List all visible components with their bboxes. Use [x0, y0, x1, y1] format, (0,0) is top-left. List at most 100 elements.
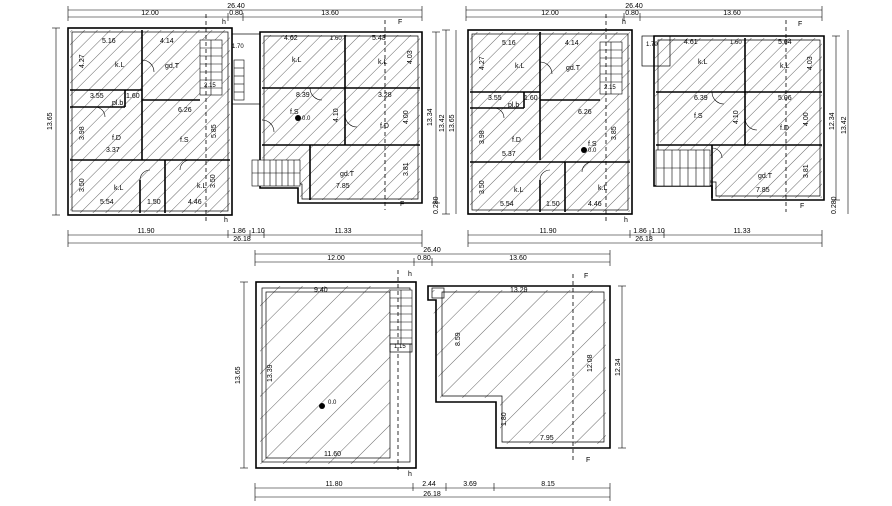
dim-total: 26.40	[227, 3, 245, 10]
dim-c: 3.69	[463, 481, 477, 488]
dim-d: 11.33	[734, 228, 751, 235]
room-dim: 3.50	[479, 180, 486, 194]
dim-d: 11.33	[335, 228, 352, 235]
section-mark-h2: h	[624, 217, 628, 224]
room-dim: 4.46	[588, 201, 602, 208]
room-dim: 4.61	[684, 39, 698, 46]
roof-dim: 1.80	[501, 412, 508, 426]
room-dim: 3.28	[378, 92, 392, 99]
room-dim: 4.27	[79, 54, 86, 68]
room-dim: 3.81	[403, 162, 410, 176]
dim-c: 1.10	[251, 228, 265, 235]
roof-dim: 13.29	[510, 287, 528, 294]
room-labels: 5.16 k.L 4.27 4.14 gd.T 4.61 k.L 5.64 k.…	[479, 39, 814, 208]
dim-d: 8.15	[541, 481, 555, 488]
dim-b: 1.86	[633, 228, 647, 235]
room-dim: 6.26	[178, 107, 192, 114]
dim-side-mid: 0.280	[831, 196, 838, 214]
dim-side-left2: 13.65	[449, 114, 456, 132]
dim-total: 26.18	[423, 491, 441, 498]
room-dim: 3.81	[803, 164, 810, 178]
dim-side-right2: 0.280	[433, 196, 440, 214]
top-dimensions: 26.40 12.00 0.80 13.60	[254, 247, 611, 266]
stair-top-right-lower	[655, 149, 711, 187]
level-mark: 0.0	[588, 148, 597, 154]
room-name: gd.T	[165, 63, 180, 70]
room-dim: 1.50	[546, 201, 560, 208]
room-name: k.L	[115, 62, 124, 69]
small-dim: 1.60	[330, 36, 342, 42]
dim-total: 26.18	[635, 236, 653, 243]
section-mark-f2: F	[400, 201, 404, 208]
bottom-dimensions: 11.90 1.86 1.10 11.33 26.18	[467, 228, 823, 247]
room-dim: 4.10	[333, 108, 340, 122]
stair-top-left-lower	[251, 159, 301, 187]
room-dim: 4.62	[284, 35, 298, 42]
room-name: k.L	[114, 185, 123, 192]
room-dim: 4.14	[160, 38, 174, 45]
room-dim: 5.85	[211, 124, 218, 138]
room-dim: 4.14	[565, 40, 579, 47]
section-mark-h: h	[222, 19, 226, 26]
room-name: f.S	[694, 113, 703, 120]
room-name: f.D	[780, 125, 789, 132]
section-mark-h: h	[408, 271, 412, 278]
room-dim: 4.00	[403, 110, 410, 124]
room-name: pl.b	[112, 100, 123, 107]
room-dim: 6.39	[694, 95, 708, 102]
dim-a: 11.80	[326, 481, 343, 488]
room-dim: 4.03	[807, 56, 814, 70]
level-mark: 0.0	[302, 116, 311, 122]
room-dim: 5.16	[102, 38, 116, 45]
dim-b: 2.44	[422, 481, 436, 488]
dim-side-left: 13.65	[235, 366, 242, 384]
room-name: f.D	[512, 137, 521, 144]
dim-left: 12.00	[141, 10, 159, 17]
plan-top-right: 26.40 12.00 0.80 13.60	[439, 3, 849, 247]
room-name: gd.T	[758, 173, 773, 180]
dim-c: 1.10	[651, 228, 665, 235]
dim-total: 26.40	[625, 3, 643, 10]
room-dim: 5.54	[100, 199, 114, 206]
room-labels: 5.16 k.L 4.27 4.14 gd.T 4.62 k.L 5.43 k.…	[79, 35, 414, 206]
roof-dim: 9.40	[314, 287, 328, 294]
room-dim: 7.85	[336, 183, 350, 190]
dim-mid: 0.80	[625, 10, 639, 17]
plan-bottom: 26.40 12.00 0.80 13.60 h F	[235, 247, 626, 501]
section-mark-h2: h	[408, 471, 412, 478]
room-dim: 5.37	[502, 151, 516, 158]
dim-total: 26.18	[233, 236, 251, 243]
dim-side-left: 13.65	[47, 112, 54, 130]
room-dim: 5.43	[372, 35, 386, 42]
dim-side-right: 12.34	[615, 358, 622, 376]
room-dim: 3.55	[488, 95, 502, 102]
section-mark-f2: F	[586, 457, 590, 464]
room-name: gd.T	[566, 65, 581, 72]
section-mark-f: F	[398, 19, 402, 26]
room-dim: 1.60	[126, 93, 140, 100]
room-dim: 6.26	[578, 109, 592, 116]
room-dim: 8.39	[296, 92, 310, 99]
room-dim: 3.98	[479, 130, 486, 144]
room-dim: 3.85	[611, 126, 618, 140]
room-name: k.L	[197, 183, 206, 190]
room-dim: 3.37	[106, 147, 120, 154]
room-dim: 5.16	[502, 40, 516, 47]
section-mark-f: F	[798, 21, 802, 28]
room-name: f.S	[588, 141, 597, 148]
dim-side-right: 13.34	[427, 108, 434, 126]
bottom-dimensions: 11.90 1.86 1.10 11.33 26.18	[67, 228, 423, 247]
small-dim: 2.15	[204, 83, 216, 89]
small-dim: 2.15	[604, 85, 616, 91]
top-dimensions: 26.40 12.00 0.80 13.60	[67, 3, 423, 21]
room-dim: 5.64	[778, 39, 792, 46]
room-dim: 3.50	[210, 174, 217, 188]
roof-dim: 8.59	[455, 332, 462, 346]
dim-a: 11.90	[540, 228, 557, 235]
room-name: k.L	[378, 59, 387, 66]
room-dim: 3.50	[79, 178, 86, 192]
room-dim: 4.46	[188, 199, 202, 206]
dim-side-left: 13.42	[439, 114, 446, 132]
bottom-dimensions: 11.80 2.44 3.69 8.15 26.18	[254, 481, 611, 501]
